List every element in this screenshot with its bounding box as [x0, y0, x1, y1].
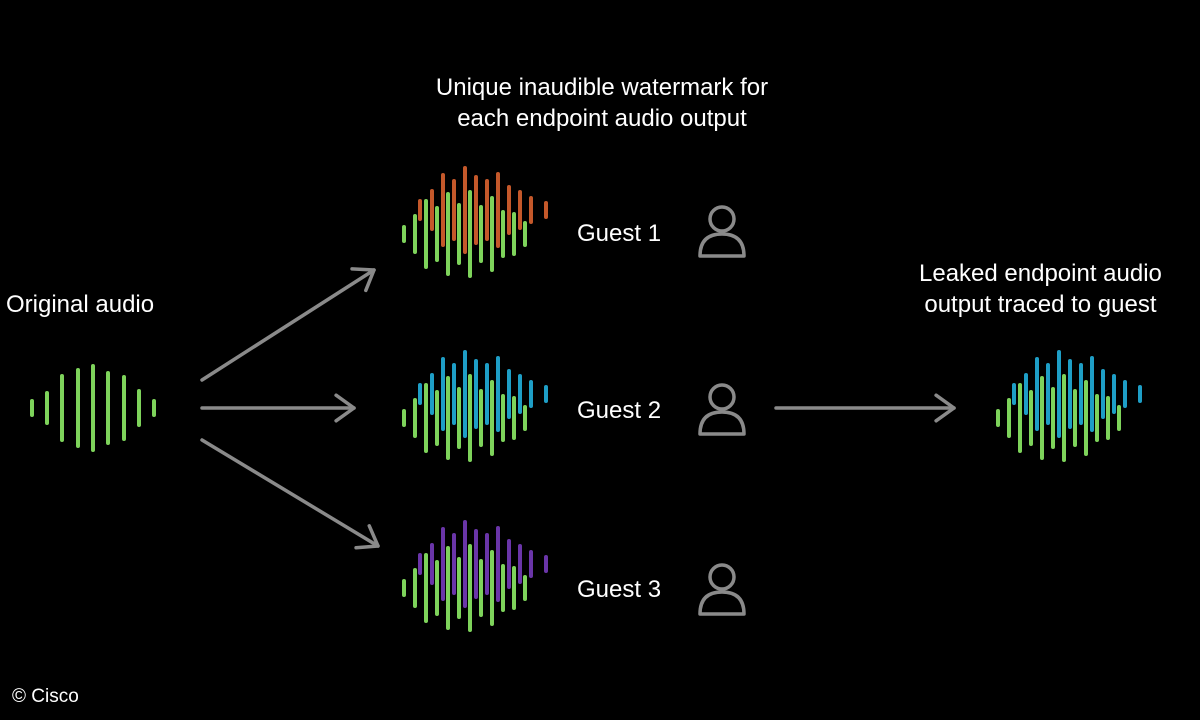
- guest-1-waveform: [402, 166, 548, 278]
- original-waveform: [30, 364, 156, 452]
- person-icon-body: [698, 410, 746, 436]
- guest-2-waveform: [402, 350, 548, 462]
- guest-2-label: Guest 2: [577, 397, 662, 424]
- person-icon: [698, 383, 746, 436]
- guest-1-label: Guest 1: [577, 220, 662, 247]
- guest-3-waveform: [402, 520, 548, 632]
- original-audio-label: Original audio: [6, 291, 155, 318]
- title-line-1: Unique inaudible watermark for: [435, 74, 769, 101]
- arrow-to-guest-2-head: [334, 393, 356, 423]
- arrow-to-guest-3-shaft: [200, 438, 380, 548]
- arrow-to-guest-3-head: [354, 524, 380, 550]
- person-icon-head: [708, 383, 736, 411]
- arrow-to-leaked-head: [934, 393, 956, 423]
- arrow-to-guest-1: [200, 267, 376, 382]
- leaked-line-2: output traced to guest: [924, 291, 1157, 318]
- watermark-title: Unique inaudible watermark for each endp…: [436, 72, 768, 134]
- arrow-to-guest-1-head: [350, 267, 376, 293]
- arrow-to-guest-2: [200, 393, 356, 423]
- leaked-waveform: [996, 350, 1142, 462]
- title-line-2: each endpoint audio output: [457, 105, 747, 132]
- person-icon: [698, 205, 746, 258]
- leaked-output-label: Leaked endpoint audio output traced to g…: [919, 258, 1162, 320]
- person-icon-head: [708, 563, 736, 591]
- arrow-to-guest-3: [200, 438, 380, 550]
- copyright-notice: © Cisco: [12, 686, 79, 707]
- person-icon-body: [698, 590, 746, 616]
- guest-3-label: Guest 3: [577, 576, 662, 603]
- person-icon: [698, 563, 746, 616]
- arrow-to-guest-1-shaft: [200, 268, 376, 382]
- leaked-line-1: Leaked endpoint audio: [919, 260, 1162, 287]
- arrow-to-leaked: [774, 393, 956, 423]
- person-icon-head: [708, 205, 736, 233]
- person-icon-body: [698, 232, 746, 258]
